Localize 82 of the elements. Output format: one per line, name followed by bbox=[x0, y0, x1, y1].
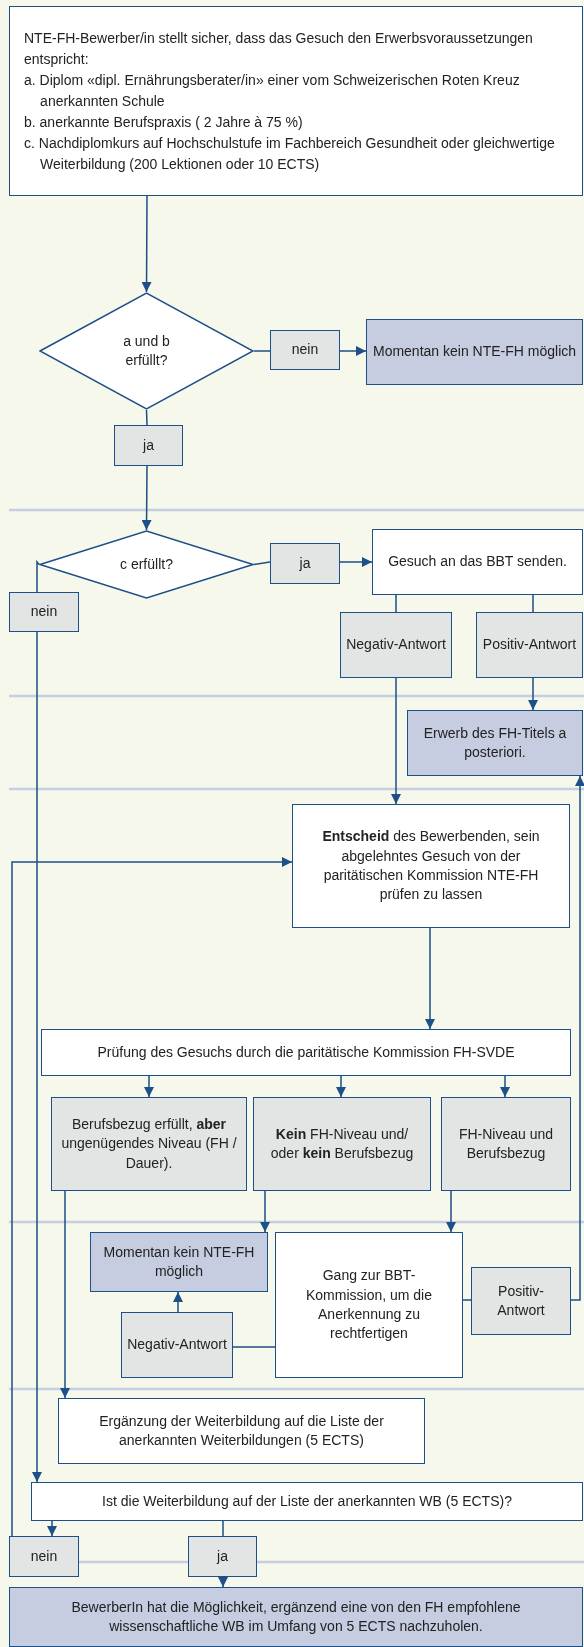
arrow bbox=[218, 1576, 228, 1588]
box-text: ja bbox=[143, 435, 154, 455]
arrow bbox=[60, 1190, 70, 1399]
decision-diamond bbox=[39, 530, 254, 599]
answer-box bbox=[9, 592, 79, 632]
answer-box bbox=[51, 1097, 247, 1191]
box-text: nein bbox=[30, 1546, 58, 1566]
decision-diamond bbox=[39, 292, 254, 410]
box-text: Entscheid des Bewerbenden, sein abgelehntes Gesuch von der paritätischen Kommission NTE-FH prüfen zu lassen bbox=[321, 827, 541, 905]
connector-line bbox=[36, 559, 40, 593]
process-box bbox=[41, 1029, 571, 1076]
arrow bbox=[47, 1520, 57, 1537]
box-text: Negativ-Antwort bbox=[346, 635, 446, 655]
answer-box bbox=[188, 1536, 257, 1577]
connector-line bbox=[253, 561, 271, 566]
arrow bbox=[570, 775, 584, 1301]
instruction-text: NTE-FH-Bewerber/in stellt sicher, dass das Gesuch den Erwerbsvoraussetzungen entspricht: bbox=[24, 28, 534, 69]
arrow bbox=[260, 1190, 270, 1233]
connector-line bbox=[532, 594, 534, 613]
box-text: Positiv-Antwort bbox=[482, 635, 577, 655]
answer-box bbox=[270, 543, 340, 584]
arrow bbox=[32, 631, 42, 1483]
box-text: Gang zur BBT-Kommission, um die Anerkennung zu rechtfertigen bbox=[304, 1266, 433, 1344]
arrow bbox=[339, 346, 367, 356]
answer-box bbox=[476, 612, 583, 678]
box-text: BewerberIn hat die Möglichkeit, ergänzend eine von den FH empfohlene wissenschaftliche WB im Umfang von 5 ECTS nachzuholen. bbox=[70, 1597, 522, 1636]
box-text: Ergänzung der Weiterbildung auf die Liste der anerkannten Weiterbildungen (5 ECTS) bbox=[98, 1411, 385, 1450]
answer-box bbox=[253, 1097, 431, 1191]
answer-box bbox=[114, 425, 183, 466]
box-text: Prüfung des Gesuchs durch die paritätische Kommission FH-SVDE bbox=[97, 1042, 515, 1062]
arrow bbox=[528, 677, 538, 711]
box-text: nein bbox=[291, 340, 319, 360]
result-box bbox=[366, 319, 583, 385]
arrow bbox=[500, 1075, 510, 1098]
answer-box bbox=[441, 1097, 571, 1191]
connector-line bbox=[395, 594, 397, 613]
connector-line bbox=[462, 1299, 472, 1301]
box-text: Kein FH-Niveau und/ oder kein Berufsbezug bbox=[269, 1124, 415, 1163]
box-text: nein bbox=[30, 602, 58, 622]
arrow bbox=[336, 1075, 346, 1098]
box-text: Gesuch an das BBT senden. bbox=[388, 552, 567, 572]
box-text: Negativ-Antwort bbox=[127, 1335, 227, 1355]
connector-line bbox=[145, 409, 148, 426]
process-box bbox=[372, 529, 583, 595]
box-text: FH-Niveau und Berufsbezug bbox=[457, 1124, 555, 1163]
arrow bbox=[144, 1075, 154, 1098]
arrow bbox=[141, 465, 152, 531]
box-text: Erwerb des FH-Titels a posteriori. bbox=[422, 723, 568, 762]
process-box bbox=[9, 6, 583, 196]
box-text: Positiv-Antwort bbox=[496, 1281, 546, 1320]
arrow bbox=[141, 195, 152, 293]
arrow bbox=[391, 677, 401, 805]
box-text: Berufsbezug erfüllt, aber ungenügendes Niveau (FH / Dauer). bbox=[60, 1115, 238, 1173]
box-text: Momentan kein NTE-FH möglich bbox=[372, 342, 577, 362]
process-box bbox=[31, 1482, 583, 1521]
answer-box bbox=[121, 1312, 233, 1378]
box-text: Ist die Weiterbildung auf der Liste der anerkannten WB (5 ECTS)? bbox=[102, 1491, 512, 1511]
process-box bbox=[58, 1398, 425, 1464]
box-text: Momentan kein NTE-FH möglich bbox=[102, 1242, 256, 1281]
box-text: ja bbox=[299, 553, 311, 573]
arrow bbox=[11, 857, 293, 1537]
answer-box bbox=[471, 1267, 571, 1335]
answer-box bbox=[340, 612, 452, 678]
arrow bbox=[446, 1190, 456, 1233]
arrow bbox=[173, 1291, 183, 1313]
connector-line bbox=[253, 350, 271, 352]
process-box bbox=[292, 804, 570, 928]
box-text: ja bbox=[217, 1546, 228, 1566]
result-box bbox=[9, 1587, 583, 1647]
decision-label: a und b erfüllt? bbox=[122, 331, 171, 370]
result-box bbox=[407, 710, 583, 776]
result-box bbox=[90, 1232, 268, 1292]
decision-label: c erfüllt? bbox=[120, 554, 173, 574]
connector-line bbox=[232, 1346, 276, 1348]
process-box bbox=[275, 1232, 463, 1378]
arrow bbox=[339, 557, 373, 567]
requirement-item: c. Nachdiplomkurs auf Hochschulstufe im Fachbereich Gesundheit oder gleichwertige Weiterbildung (200 Lektionen oder 10 ECTS) bbox=[24, 133, 556, 174]
answer-box bbox=[9, 1536, 79, 1577]
connector-line bbox=[222, 1520, 224, 1537]
requirement-item: b. anerkannte Berufspraxis ( 2 Jahre à 75 %) bbox=[24, 112, 304, 132]
answer-box bbox=[270, 330, 340, 370]
arrow bbox=[425, 927, 435, 1030]
